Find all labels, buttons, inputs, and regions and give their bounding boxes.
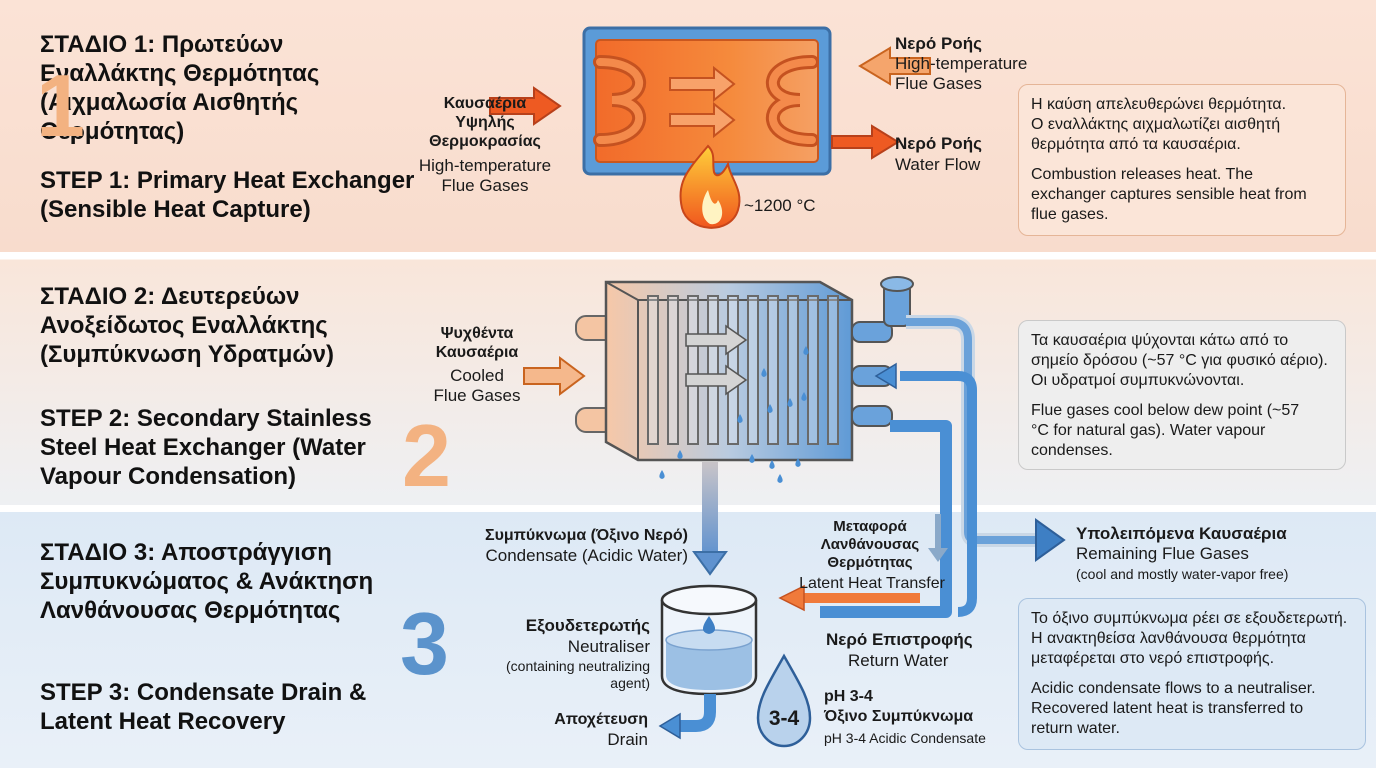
condensate-label-en: Condensate (Acidic Water) xyxy=(485,546,688,565)
cooled-gas-arrow xyxy=(523,356,586,396)
remaining-gas-note: (cool and mostly water-vapor free) xyxy=(1076,566,1289,582)
return-water-label-en: Return Water xyxy=(848,651,949,670)
condensate-label-el: Συμπύκνωμα (Όξινο Νερό) xyxy=(484,527,688,544)
separator xyxy=(0,252,1376,259)
cooled-gas-label-en: Cooled Flue Gases xyxy=(433,366,521,405)
neutraliser-label-el: Εξουδετερωτής xyxy=(525,616,650,635)
flow-bottom-label-en: Water Flow xyxy=(895,155,981,174)
stage1-title-el: ΣΤΑΔΙΟ 1: Πρωτεύων Εναλλάκτης Θερμότητας… xyxy=(40,31,320,145)
drain-pipe xyxy=(676,694,716,732)
stage2-info-el: Τα καυσαέρια ψύχονται κάτω από το σημείο… xyxy=(1031,332,1328,389)
condensate-pipe xyxy=(702,462,718,556)
return-water-label-el: Νερό Επιστροφής xyxy=(826,630,973,649)
stage2-title-el: ΣΤΑΔΙΟ 2: Δευτερεύων Ανοξείδωτος Εναλλάκ… xyxy=(40,283,334,368)
drain-label-el: Αποχέτευση xyxy=(554,711,648,728)
flame-icon xyxy=(679,144,741,229)
stage3-title-el: ΣΤΑΔΙΟ 3: Αποστράγγιση Συμπυκνώματος & Α… xyxy=(40,539,374,624)
stage1-title-en: STEP 1: Primary Heat Exchanger (Sensible… xyxy=(40,167,415,223)
ph-badge: 3-4 xyxy=(768,707,800,730)
drain-label-en: Drain xyxy=(607,730,648,749)
neutraliser-label-en: Neutraliser xyxy=(567,637,650,656)
ph-label-en: pH 3-4 Acidic Condensate xyxy=(824,730,986,746)
drain-arrow xyxy=(658,712,681,740)
flow-bottom-label-el: Νερό Ροής xyxy=(895,134,982,153)
stage1-info-el: Η καύση απελευθερώνει θερμότητα. Ο εναλλ… xyxy=(1031,96,1287,153)
stage1-number: 1 xyxy=(36,56,85,155)
condensate-arrow xyxy=(692,551,728,576)
flow-top-label-en: High-temperature Flue Gases xyxy=(895,54,1028,93)
stage1-info-box: Η καύση απελευθερώνει θερμότητα. Ο εναλλ… xyxy=(1018,84,1346,236)
cooled-gas-label-el: Ψυχθέντα Καυσαέρια xyxy=(435,325,519,361)
stage3-info-en: Acidic condensate flows to a neutraliser… xyxy=(1031,680,1316,737)
stage3-title-en: STEP 3: Condensate Drain & Latent Heat R… xyxy=(40,679,367,735)
stage1-info-en: Combustion releases heat. The exchanger … xyxy=(1031,166,1307,223)
flow-top-label-el: Νερό Ροής xyxy=(895,34,982,53)
return-water-pipe xyxy=(820,420,952,618)
stage2-title-en: STEP 2: Secondary Stainless Steel Heat E… xyxy=(40,405,372,490)
stage2-info-box: Τα καυσαέρια ψύχονται κάτω από το σημείο… xyxy=(1018,320,1346,470)
latent-heat-label-el: Μεταφορά Λανθάνουσας Θερμότητας xyxy=(820,518,920,571)
flue-in-label-en: High-temperature Flue Gases xyxy=(418,156,552,195)
stage3-info-el: Το όξινο συμπύκνωμα ρέει σε εξουδετερωτή… xyxy=(1031,610,1348,667)
stage3-info-box: Το όξινο συμπύκνωμα ρέει σε εξουδετερωτή… xyxy=(1018,598,1366,750)
remaining-gas-arrow xyxy=(1035,518,1066,562)
stage2-number: 2 xyxy=(402,406,451,505)
separator xyxy=(0,505,1376,512)
latent-heat-label-en: Latent Heat Transfer xyxy=(799,575,945,592)
ph-label-el-2: Όξινο Συμπύκνωμα xyxy=(824,708,974,725)
return-water-loop xyxy=(900,371,977,617)
stage2-info-en: Flue gases cool below dew point (~57 °C … xyxy=(1031,402,1300,459)
remaining-gas-label-en: Remaining Flue Gases xyxy=(1076,544,1249,563)
flow-in-arrow xyxy=(858,46,931,86)
flue-in-label-el: Καυσαέρια Υψηλής Θερμοκρασίας xyxy=(429,95,541,150)
remaining-gas-label-el: Υπολειπόμενα Καυσαέρια xyxy=(1076,524,1287,543)
secondary-heat-exchanger xyxy=(575,276,914,483)
temperature-label: ~1200 °C xyxy=(744,196,816,215)
neutraliser-vessel xyxy=(660,584,758,696)
neutraliser-note: (containing neutralizing agent) xyxy=(506,658,650,691)
stage3-number: 3 xyxy=(400,594,449,693)
flow-out-arrow xyxy=(831,124,900,160)
flue-in-arrow xyxy=(489,86,562,126)
ph-label-el-1: pH 3-4 xyxy=(824,688,873,705)
ph-drop-icon xyxy=(756,653,812,748)
